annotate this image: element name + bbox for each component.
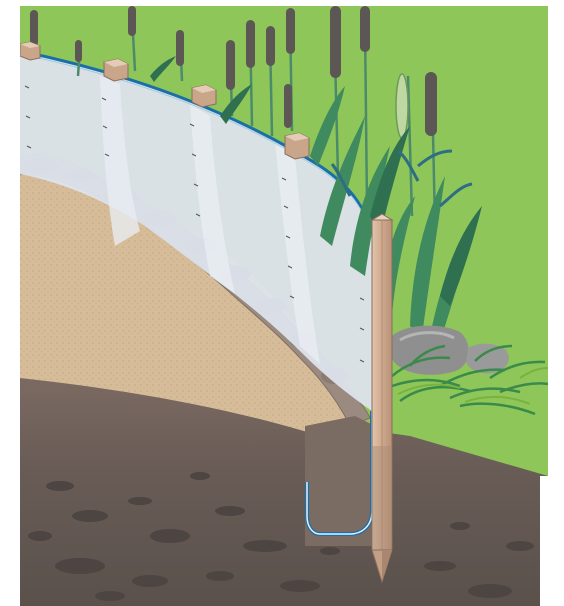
illustration-frame [20, 6, 548, 606]
pond-edge-cross-section [20, 6, 548, 606]
front-stake [372, 214, 392, 582]
young-cattail [396, 74, 408, 138]
